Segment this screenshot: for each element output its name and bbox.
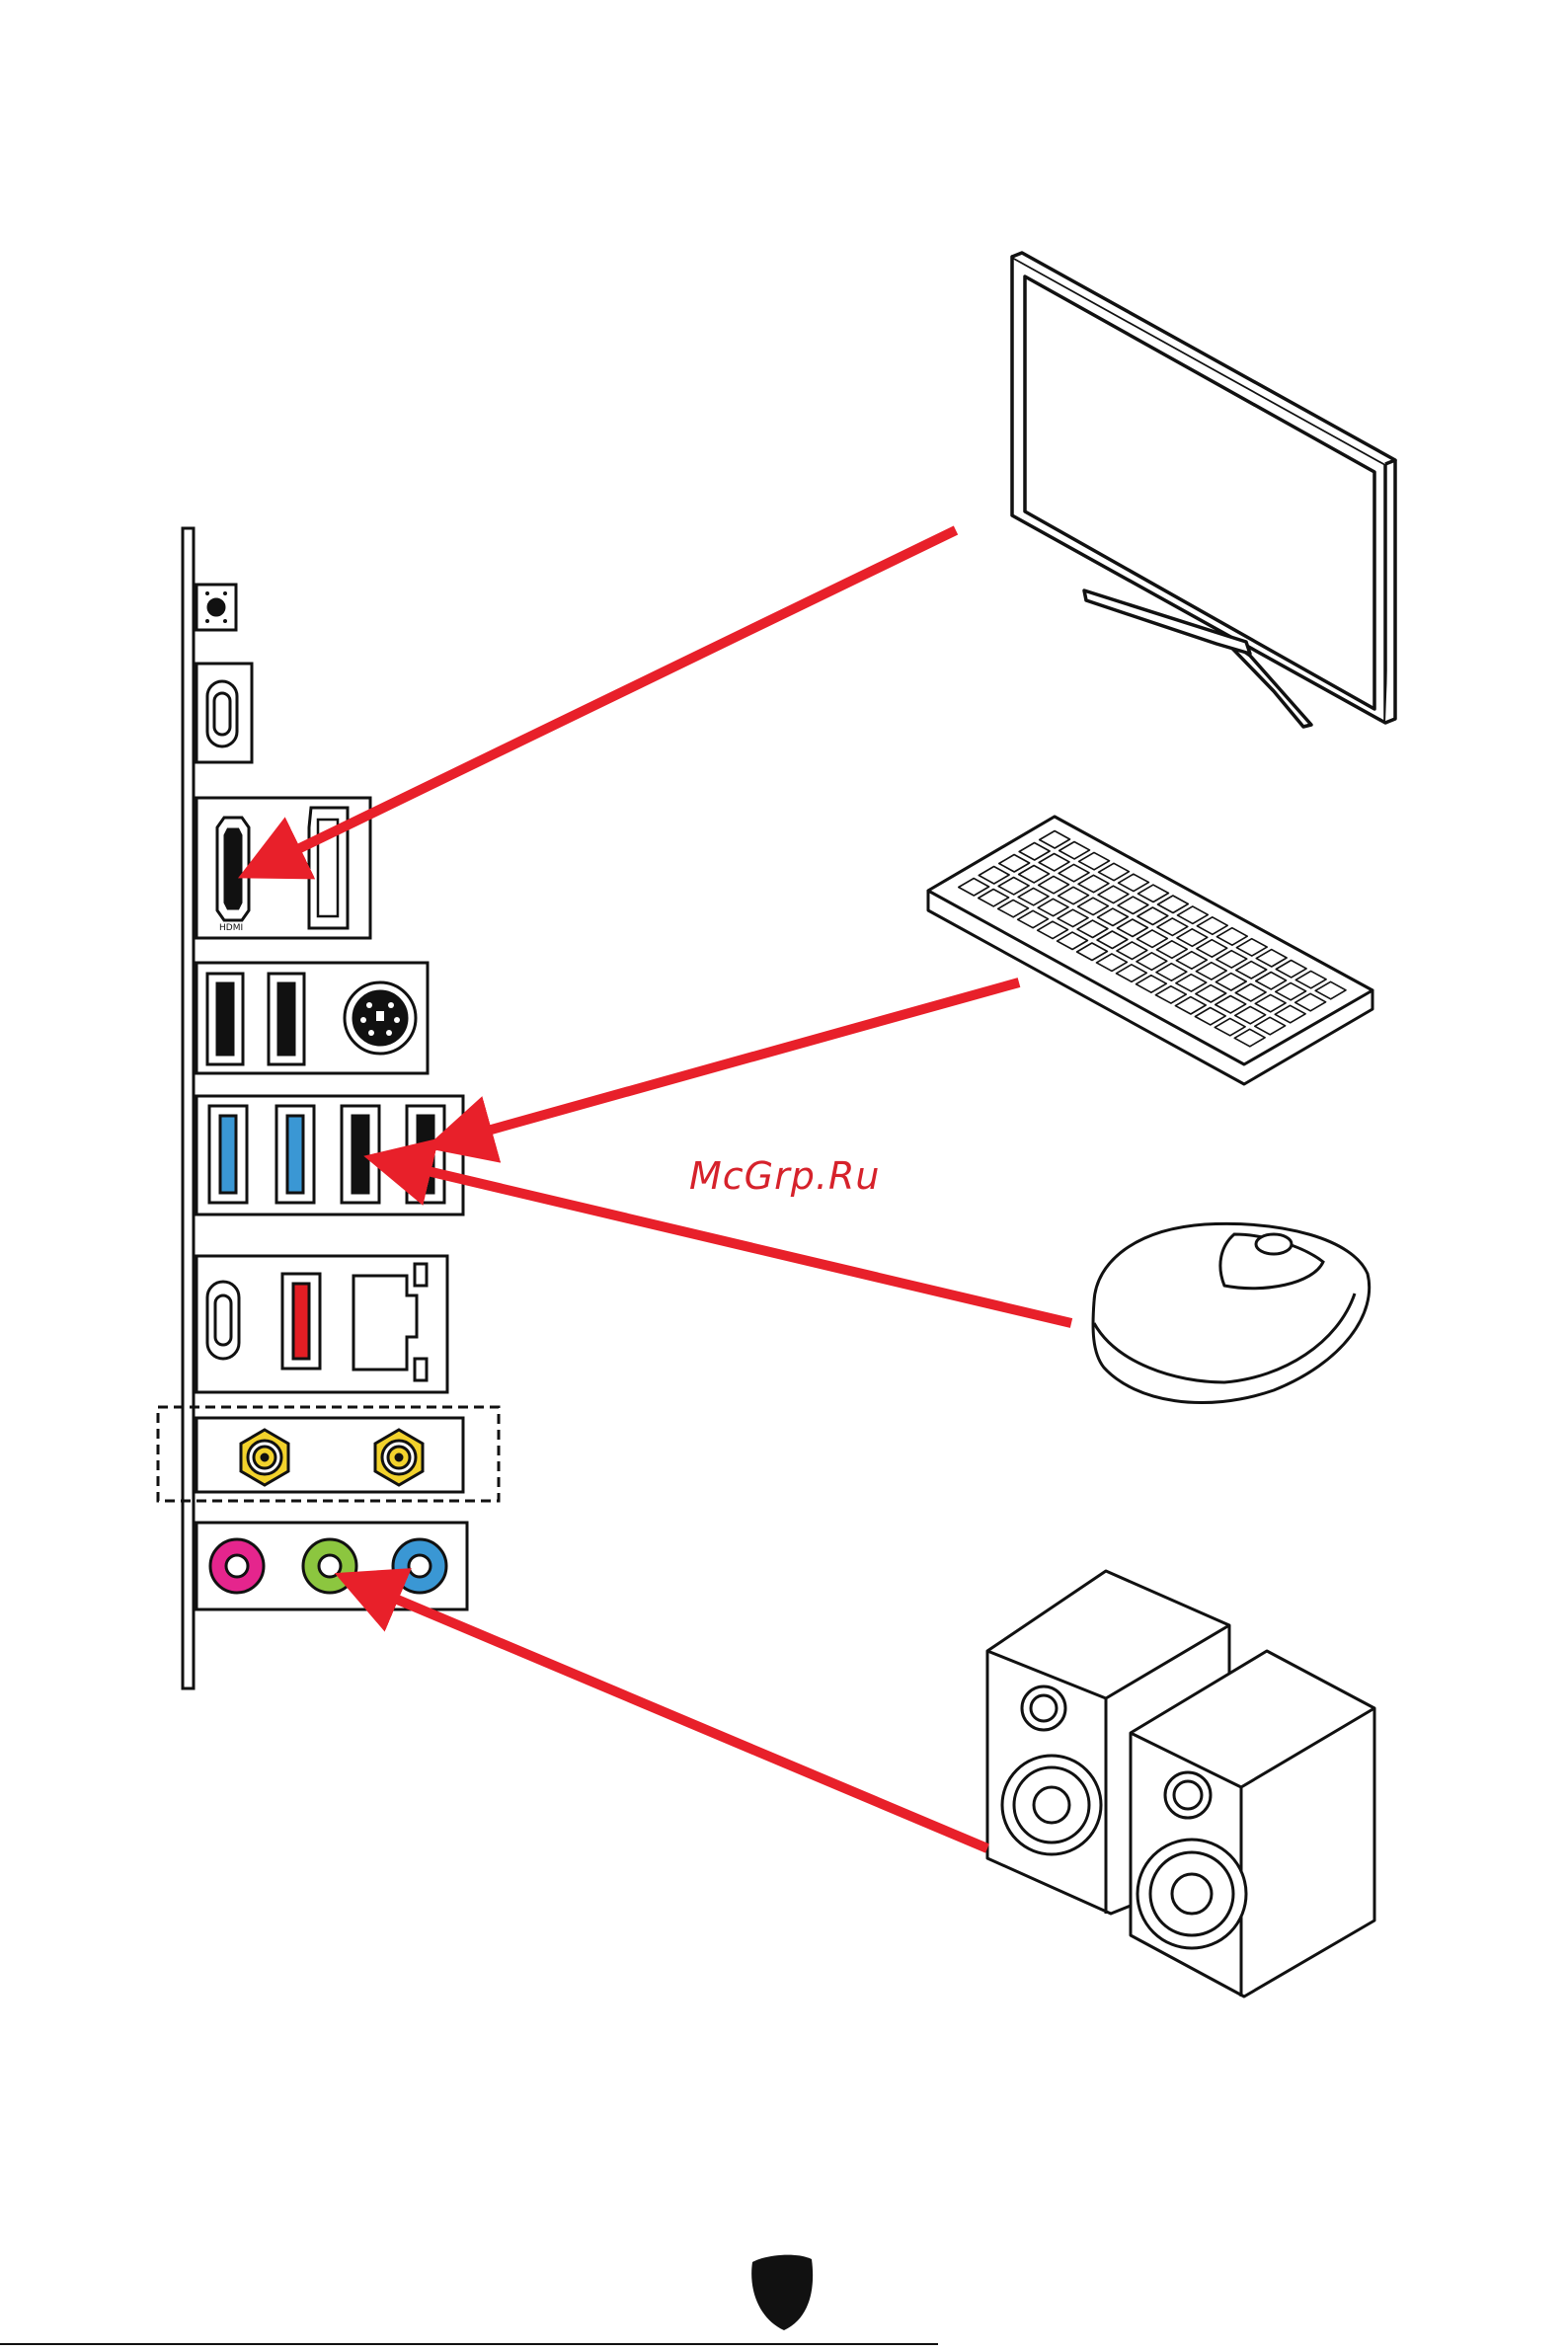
msi-shield-icon	[751, 2255, 813, 2330]
usb-type-c-port	[196, 664, 252, 762]
svg-text:HDMI: HDMI	[219, 923, 243, 933]
mouse-icon	[1093, 1223, 1370, 1402]
wifi-connector-1	[241, 1430, 288, 1485]
video-ports: HDMI	[196, 798, 370, 938]
arrow-speakers-to-line-out	[344, 1577, 987, 1848]
lan-port	[353, 1264, 427, 1380]
audio-mic-in-jack	[210, 1539, 264, 1593]
audio-line-out-jack	[303, 1539, 356, 1593]
usb-lan-block	[196, 1256, 447, 1392]
usb-block	[196, 1096, 463, 1215]
speakers-icon	[987, 1571, 1374, 1997]
clear-cmos-button	[196, 585, 236, 630]
wifi-connector-2	[375, 1430, 423, 1485]
watermark-text: McGrp.Ru	[689, 1154, 880, 1198]
audio-block	[196, 1523, 467, 1609]
io-shield-strip	[183, 528, 194, 1688]
usb-ps2-block	[196, 963, 428, 1073]
monitor-icon	[1012, 253, 1395, 727]
io-panel: HDMI	[158, 528, 499, 1688]
wifi-antenna-block	[158, 1407, 499, 1501]
hdmi-port: HDMI	[217, 818, 249, 933]
keyboard-icon	[928, 817, 1372, 1084]
arrow-keyboard-to-usb	[434, 982, 1019, 1145]
arrow-monitor-to-hdmi	[247, 530, 956, 874]
ps2-port	[345, 982, 416, 1054]
audio-line-in-jack	[393, 1539, 446, 1593]
